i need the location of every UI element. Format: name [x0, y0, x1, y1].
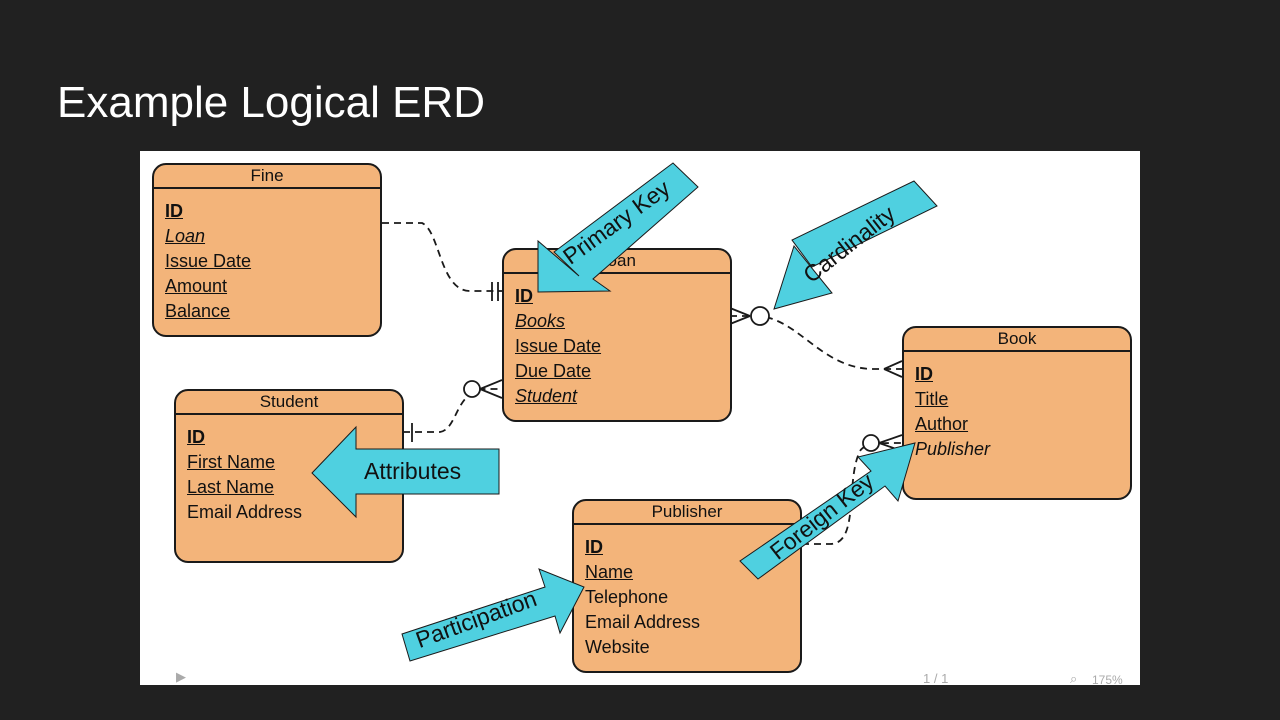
student-entity-title: Student	[176, 391, 402, 415]
student-attr-first-name: First Name	[187, 452, 276, 472]
publisher-book-crow-1	[878, 434, 903, 444]
publisher-attr-email-address: Email Address	[585, 612, 701, 632]
book-attr-title: Title	[915, 389, 949, 409]
viewer-zoom-level: 175%	[1092, 673, 1123, 685]
publisher-attr-telephone: Telephone	[585, 587, 669, 607]
fine-entity[interactable]: Fine ID Loan Issue Date Amount Balance	[152, 163, 382, 337]
cardinality-arrow-body	[791, 180, 938, 268]
viewer-page-indicator: 1 / 1	[923, 671, 949, 685]
publisher-entity[interactable]: Publisher ID Name Telephone Email Addres…	[572, 499, 802, 673]
participation-arrow	[401, 568, 585, 662]
foreign-key-arrow	[739, 442, 916, 580]
fine-loan-connector	[382, 222, 502, 292]
fine-attr-issue-date: Issue Date	[165, 251, 252, 271]
student-loan-crow-1	[479, 379, 503, 390]
callout-arrows	[311, 162, 938, 662]
loan-book-crow-4	[883, 368, 903, 378]
fine-attr-balance: Balance	[165, 301, 231, 321]
loan-book-crow-3	[883, 360, 903, 370]
zoom-icon[interactable]: ⌕	[1070, 671, 1078, 685]
fine-attr-id: ID	[165, 201, 183, 221]
fine-attr-loan: Loan	[165, 226, 206, 246]
loan-book-crow-1	[729, 307, 751, 317]
student-attr-last-name: Last Name	[187, 477, 275, 497]
loan-book-crow-2	[729, 315, 751, 325]
erd-canvas: Fine ID Loan Issue Date Amount Balance L…	[140, 151, 1140, 685]
book-attr-publisher: Publisher	[915, 439, 991, 459]
fine-attr-amount: Amount	[165, 276, 228, 296]
loan-attr-id: ID	[515, 286, 533, 306]
publisher-attr-name: Name	[585, 562, 634, 582]
present-icon[interactable]: ▶	[176, 669, 186, 684]
book-entity-title: Book	[904, 328, 1130, 352]
fine-entity-title: Fine	[154, 165, 380, 189]
loan-attr-books: Books	[515, 311, 566, 331]
student-loan-crow-2	[479, 388, 503, 399]
loan-attr-issue-date: Issue Date	[515, 336, 602, 356]
book-attr-author: Author	[915, 414, 969, 434]
slide-title: Example Logical ERD	[57, 78, 485, 127]
loan-attr-student: Student	[515, 386, 578, 406]
book-entity[interactable]: Book ID Title Author Publisher	[902, 326, 1132, 500]
attributes-arrow	[311, 425, 500, 519]
attributes-label: Attributes	[364, 458, 462, 484]
publisher-book-connector	[802, 442, 903, 545]
student-attr-email-address: Email Address	[187, 502, 303, 522]
publisher-attr-website: Website	[585, 637, 650, 657]
loan-book-zero-circle	[750, 306, 770, 326]
primary-key-arrow	[537, 162, 699, 293]
publisher-entity-title: Publisher	[574, 501, 800, 525]
book-attr-id: ID	[915, 364, 933, 384]
loan-attr-due-date: Due Date	[515, 361, 592, 381]
cardinality-arrow-head	[773, 244, 833, 310]
student-attr-id: ID	[187, 427, 205, 447]
publisher-attr-id: ID	[585, 537, 603, 557]
